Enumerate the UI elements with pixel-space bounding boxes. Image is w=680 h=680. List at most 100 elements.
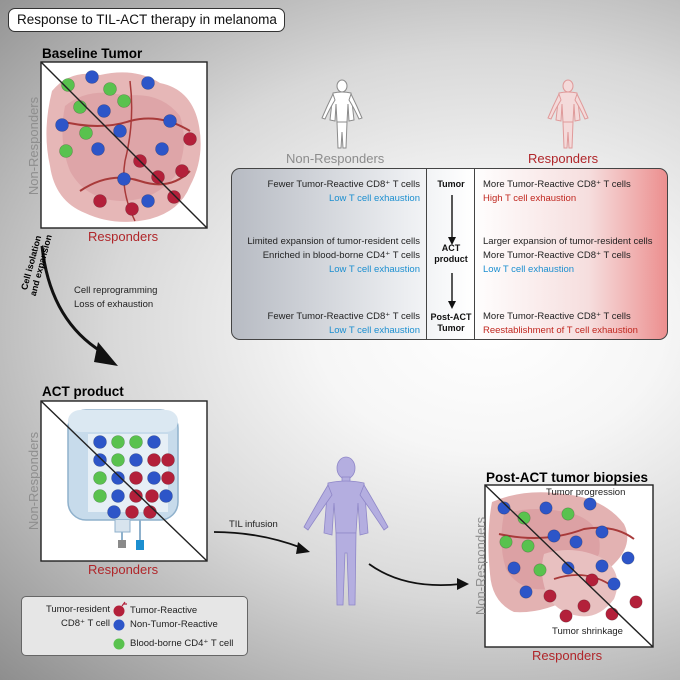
non-tumor-reactive-cell	[155, 142, 169, 156]
non-tumor-reactive-cell	[159, 489, 173, 503]
blood-borne-cell	[517, 511, 531, 525]
blood-borne-cell	[61, 78, 75, 92]
blood-borne-cell	[533, 563, 547, 577]
baseline-responders-label: Responders	[88, 229, 159, 244]
tumor-progression-label: Tumor progression	[546, 487, 626, 498]
blood-borne-cell	[73, 100, 87, 114]
legend-markers	[113, 601, 127, 650]
blood-borne-cell	[93, 489, 107, 503]
tumor-reactive-cell	[183, 132, 197, 146]
row3-left-line1: Fewer Tumor-Reactive CD8⁺ T cells	[267, 311, 420, 322]
row2-right-line1: Larger expansion of tumor-resident cells	[483, 236, 653, 247]
row2-left-line2: Enriched in blood-borne CD4⁺ T cells	[262, 250, 420, 261]
non-tumor-reactive-cell	[85, 70, 99, 84]
post-act-responders-label: Responders	[532, 648, 603, 663]
act-product-title: ACT product	[42, 384, 124, 399]
responder-person-icon	[547, 79, 589, 149]
non-tumor-reactive-cell	[569, 535, 583, 549]
non-tumor-reactive-cell	[163, 114, 177, 128]
biopsy-arrow	[368, 563, 469, 590]
row2-left-line1: Limited expansion of tumor-resident cell…	[247, 236, 420, 247]
row1-left: Fewer Tumor-Reactive CD8⁺ T cells Low T …	[268, 178, 420, 206]
stage-post-line1: Post-ACT	[430, 312, 472, 322]
post-act-title: Post-ACT tumor biopsies	[486, 470, 649, 485]
row3-right: More Tumor-Reactive CD8⁺ T cells Reestab…	[483, 310, 638, 338]
row2-right-line3: Low T cell exhaustion	[483, 264, 575, 275]
blood-borne-cell	[499, 535, 513, 549]
patient-figure-icon	[303, 456, 389, 606]
isolation-arrow	[40, 245, 118, 366]
post-act-panel	[484, 484, 654, 648]
legend-group-line2: CD8⁺ T cell	[60, 618, 110, 629]
legend-group-line1: Tumor-resident	[45, 604, 110, 615]
non-tumor-reactive-cell	[539, 501, 553, 515]
tumor-reactive-cell	[147, 453, 161, 467]
non-tumor-reactive-cell	[111, 489, 125, 503]
row3-left: Fewer Tumor-Reactive CD8⁺ T cells Low T …	[268, 310, 420, 338]
tumor-reactive-cell	[93, 194, 107, 208]
row1-left-line1: Fewer Tumor-Reactive CD8⁺ T cells	[267, 179, 420, 190]
non-tumor-reactive-cell	[97, 104, 111, 118]
baseline-title: Baseline Tumor	[42, 46, 143, 61]
tumor-reactive-cell	[585, 573, 599, 587]
post-act-cells	[497, 497, 643, 623]
blood-borne-cell	[521, 539, 535, 553]
tumor-reactive-cell	[559, 609, 573, 623]
tumor-reactive-marker-icon	[113, 605, 125, 617]
stage-act-product: ACT product	[428, 243, 474, 265]
row3-left-line2: Low T cell exhaustion	[328, 325, 420, 336]
blood-borne-cell	[103, 82, 117, 96]
non-tumor-reactive-cell	[55, 118, 69, 132]
blood-borne-cell	[59, 144, 73, 158]
tumor-reactive-cell	[125, 505, 139, 519]
tumor-reactive-cell	[161, 471, 175, 485]
baseline-non-responders-label: Non-Responders	[26, 96, 41, 196]
header-responders: Responders	[528, 151, 599, 166]
row2-right: Larger expansion of tumor-resident cells…	[483, 235, 653, 277]
non-tumor-reactive-cell	[113, 124, 127, 138]
act-responders-label: Responders	[88, 562, 159, 577]
header-non-responders: Non-Responders	[286, 151, 385, 166]
comparison-table: Tumor ACT product Post-ACT Tumor Fewer T…	[231, 168, 668, 340]
stage-arrows	[448, 195, 456, 309]
tumor-reactive-cell	[151, 170, 165, 184]
reprogramming-note-line2: Loss of exhaustion	[74, 299, 154, 310]
non-tumor-reactive-cell	[607, 577, 621, 591]
table-divider-left	[426, 169, 428, 339]
row3-right-line1: More Tumor-Reactive CD8⁺ T cells	[483, 311, 631, 322]
tumor-shrinkage-label: Tumor shrinkage	[552, 626, 623, 637]
non-tumor-reactive-cell	[595, 559, 609, 573]
blood-borne-cell	[129, 435, 143, 449]
row1-right: More Tumor-Reactive CD8⁺ T cells High T …	[483, 178, 631, 206]
reprogramming-note-line1: Cell reprogramming	[74, 285, 158, 296]
tumor-reactive-cell	[125, 202, 139, 216]
figure-title: Response to TIL-ACT therapy in melanoma	[8, 8, 285, 32]
tumor-reactive-cell	[129, 489, 143, 503]
non-tumor-reactive-cell	[129, 453, 143, 467]
blood-borne-cell	[79, 126, 93, 140]
non-tumor-reactive-cell	[147, 471, 161, 485]
non-tumor-reactive-cell	[621, 551, 635, 565]
tumor-reactive-cell	[143, 505, 157, 519]
stage-act-line2: product	[434, 254, 468, 264]
non-responder-person-icon	[321, 79, 363, 149]
tumor-reactive-cell	[629, 595, 643, 609]
non-tumor-reactive-cell	[583, 497, 597, 511]
blood-borne-cell	[93, 471, 107, 485]
tumor-reactive-cell	[577, 599, 591, 613]
row1-left-line2: Low T cell exhaustion	[328, 193, 420, 204]
blood-borne-marker-icon	[113, 638, 125, 650]
post-act-non-responders-label: Non-Responders	[473, 516, 488, 616]
row1-right-line2: High T cell exhaustion	[483, 193, 577, 204]
row1-right-line1: More Tumor-Reactive CD8⁺ T cells	[483, 179, 631, 190]
infusion-arrow	[213, 531, 310, 554]
row2-left-line3: Low T cell exhaustion	[328, 264, 420, 275]
non-tumor-reactive-cell	[497, 501, 511, 515]
tumor-reactive-cell	[129, 471, 143, 485]
stage-post-line2: Tumor	[437, 323, 465, 333]
row2-right-line2: More Tumor-Reactive CD8⁺ T cells	[483, 250, 631, 261]
non-tumor-reactive-cell	[93, 453, 107, 467]
act-cells	[93, 435, 175, 519]
stage-tumor-line1: Tumor	[437, 179, 465, 189]
non-tumor-reactive-marker-icon	[113, 619, 125, 631]
